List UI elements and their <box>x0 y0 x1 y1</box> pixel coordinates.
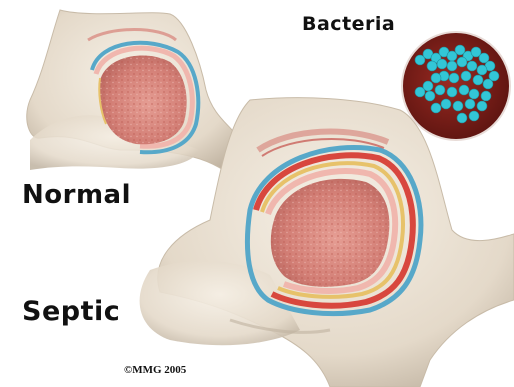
septic-label: Septic <box>22 296 120 327</box>
copyright-text: ©MMG 2005 <box>124 364 186 376</box>
bacteria-inset <box>402 32 510 140</box>
normal-hip-drawing <box>27 10 238 175</box>
normal-label: Normal <box>22 180 131 210</box>
bacteria-label: Bacteria <box>302 13 395 35</box>
